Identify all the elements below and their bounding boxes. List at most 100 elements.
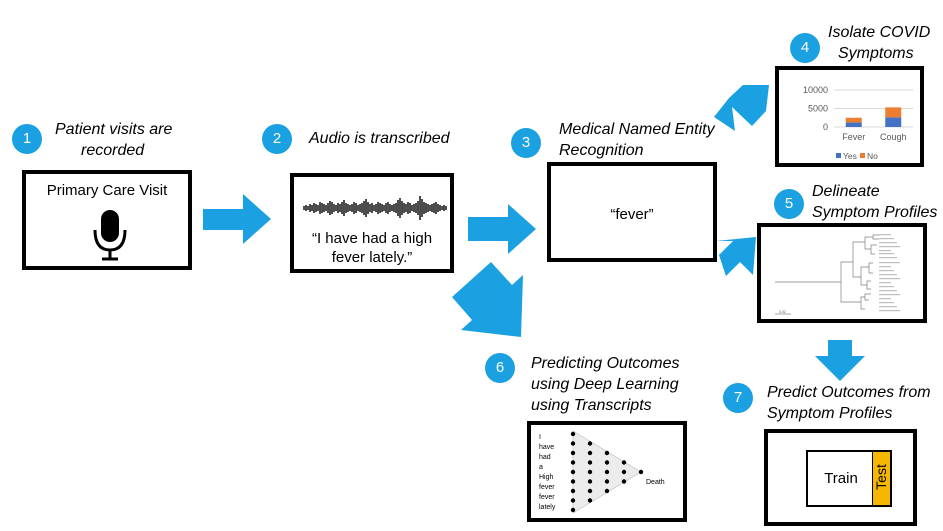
step-3-label: Medical Named Entity Recognition [559,119,715,161]
symptom-profile-dendrogram-box: 0.02 [757,223,927,323]
dendrogram-branch [864,293,871,297]
dendrogram-branch [860,302,865,310]
dendrogram-leaf [879,270,894,272]
network-node [604,460,610,465]
step-3-badge: 3 [511,128,541,158]
bar-yes-cough [885,117,902,127]
step-6-label-line: Predicting Outcomes [531,355,680,372]
legend-label: No [867,151,878,161]
y-tick-label: 0 [823,122,828,132]
transcript-line: “I have had a high [311,230,433,247]
train-label: Train [824,470,858,487]
dendrogram-branch [864,297,869,301]
network-node [604,488,610,494]
input-token: High [539,474,554,481]
transcript-line: fever lately.” [331,249,413,266]
network-node [570,498,576,503]
entity-text: “fever” [610,206,654,223]
dendrogram-branch [868,262,873,267]
dendrogram-branch [852,262,861,278]
dendrogram-scale-label: 0.02 [779,310,786,314]
network-node [587,469,593,475]
dendrogram-branch [860,266,869,277]
dendrogram-leaf [879,286,894,288]
dendrogram-leaf [879,246,900,248]
step-4-label-line: Symptoms [838,45,914,62]
step-5-label: Delineate Symptom Profiles [812,181,937,223]
legend-swatch [860,153,865,158]
bar-no-fever [845,117,862,123]
network-node [587,460,593,465]
dendrogram-leaf [879,266,891,268]
network-node [570,479,576,484]
dendrogram-branch [866,285,871,290]
dendrogram-leaf [879,250,891,252]
output-label: Death [646,479,665,486]
step-7-label-line: Predict Outcomes from [767,384,931,401]
step-4-badge: 4 [790,33,820,63]
legend-label: Yes [843,151,857,161]
dendrogram-branch [868,267,873,274]
network-node [570,507,576,513]
network-node [570,431,576,437]
step-6-badge: 6 [485,353,515,383]
legend-swatch [836,153,841,158]
network-node [570,460,576,465]
train-test-box: Train Test [764,429,917,526]
step-1-label: Patient visits are recorded [55,119,172,161]
dendrogram-leaf [879,310,900,312]
step-2-badge: 2 [262,124,292,154]
step-7-label-line: Symptom Profiles [767,405,893,422]
transcription-box: “I have had a high fever lately.” [290,173,454,273]
y-tick-label: 10000 [803,85,828,95]
arrow-3-to-4 [714,85,769,131]
step-2-label-line: Audio is transcribed [309,130,450,147]
dendrogram-branch [860,277,867,286]
step-4-label: Isolate COVID Symptoms [828,22,930,64]
arrow-2-to-6 [452,262,523,337]
step-1-label-line: recorded [81,142,145,159]
network-node [587,479,593,484]
dendrogram-branch [864,236,873,242]
arrow-2-to-3 [468,204,536,254]
network-node [604,450,610,456]
network-node [587,488,593,494]
dendrogram-branch [852,241,865,262]
step-5-badge: 5 [774,189,804,219]
network-node [570,488,576,494]
train-panel: Train Test [806,450,892,507]
dendrogram-leaf [879,290,897,292]
network-node [570,441,576,446]
network-node [604,479,610,484]
box-1-title: Primary Care Visit [46,182,168,199]
network-node [621,460,627,465]
input-token: lately [539,504,556,511]
input-token: have [539,444,554,451]
dendrogram-branch [860,296,865,302]
dendrogram-leaf [879,294,900,296]
dendrogram-branch [775,261,853,283]
bar-yes-fever [845,122,862,127]
named-entity-box: “fever” [547,162,717,262]
network-node [621,469,627,475]
dendrogram-leaf [879,242,897,244]
primary-care-visit-box: Primary Care Visit [22,170,192,270]
dendrogram-leaf [879,262,900,264]
network-node [621,479,627,484]
step-5-label-line: Delineate [812,183,880,200]
transcript-quote: “I have had a high fever lately.” [294,229,450,267]
input-token: fever [539,494,555,501]
step-7-badge: 7 [723,383,753,413]
dendrogram-branch [864,242,871,250]
dendrogram-leaf [879,274,897,276]
arrow-5-to-7 [815,340,865,381]
step-6-label-line: using Transcripts [531,397,652,414]
dendrogram-branch [870,244,877,249]
step-2-label: Audio is transcribed [309,128,450,149]
dendrogram-branch [870,249,875,255]
y-tick-label: 5000 [808,104,828,114]
